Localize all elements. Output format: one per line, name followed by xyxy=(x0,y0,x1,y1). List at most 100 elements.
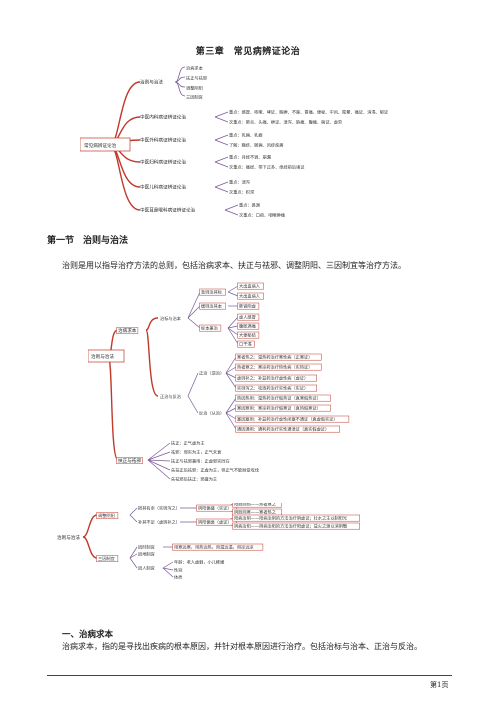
map2-b2-item-1-sub-3-box xyxy=(235,425,340,433)
map1-branch-1-item-1: 次重点：肺炎、头痛、痹证、泄泻、胁痛、腹痛、痫证、虚劳 xyxy=(229,119,342,126)
map3-b-item-1: 因地制宜 xyxy=(138,551,155,558)
map2-branch-a-box xyxy=(116,327,139,334)
map3-b-item-0-detail: 用寒远寒，用热远热，用温远温，用凉远凉 xyxy=(174,544,254,551)
map1-branch-3: 中医妇科病证辨证论治 xyxy=(140,159,186,166)
map1-branch-0: 治则与治法 xyxy=(140,79,163,86)
map1-root: 常见病辨证论治 xyxy=(84,142,117,149)
section-title: 第一节 治则与治法 xyxy=(47,236,129,246)
page-number: 第1页 xyxy=(430,681,449,689)
map2-b1-item-1-sub-0-box xyxy=(237,302,260,310)
footer-divider xyxy=(47,675,452,676)
map2-b1: 治标与治本 xyxy=(160,315,182,322)
map2-b2-item-0-sub-2-box xyxy=(235,374,317,382)
map2-b1-item-1: 缓则治其本 xyxy=(201,303,223,310)
map1-branch-2: 中医外科病证辨证论治 xyxy=(140,137,186,144)
map3-branch-a: 调整阴阳 xyxy=(98,512,115,519)
map1-branch-1-item-0: 重点：感冒、咳嗽、哮证、胸痹、不寐、胃痛、便秘、中风、眩晕、痛证、消渴、郁证 xyxy=(229,109,389,116)
map2-b2-item-0-sub-2: 虚则补之：补益药治疗虚性病（虚证） xyxy=(237,375,308,382)
map2-b2-item-0-sub-0: 寒者热之：温热药治疗寒性病（正寒证） xyxy=(237,354,312,361)
map3-a-item-1-detail-1: 阴病治阳——阴病治阳的方法治疗阳虚证；益火之源以消阴翳 xyxy=(234,523,347,530)
map3-b-item-2-detail-2: 体质 xyxy=(174,574,182,581)
map2-b1-item-2-box xyxy=(199,324,222,332)
map2-b2-item-1-sub-0: 热因热用：温热药治疗假热证（真寒假热证） xyxy=(237,395,321,402)
body-text: 治病求本，指的是寻找出疾病的根本原因，并针对根本原因进行治疗。包括治标与治本、正… xyxy=(62,642,422,651)
map2-b2-item-0-sub-3: 实则泻之：攻逐药治疗实性病（实证） xyxy=(237,385,308,392)
map3-a-item-0: 损其有余（实则泻之） xyxy=(138,505,180,512)
map3-b-item-2-detail-0: 年龄：老人虚弱，小儿稚嫩 xyxy=(174,559,225,566)
map3-branch-b: 三因制宜 xyxy=(98,555,115,562)
chapter-title: 第三章 常见病辨证论治 xyxy=(195,47,301,57)
map2-b1-item-2-sub-0: 虚人感冒 xyxy=(239,314,256,321)
map2-b2-item-1-sub-0-box xyxy=(235,394,331,402)
map3-b-item-2: 因人制宜 xyxy=(138,565,155,572)
map3-a-item-0-detail-0: 阳胜则热——热者寒之 xyxy=(234,503,277,508)
map1-branch-0-item-2: 调整阴阳 xyxy=(186,85,203,92)
map2-b2-item-1: 反治（从治） xyxy=(199,410,224,417)
map1-branch-0-item-0: 治病求本 xyxy=(186,65,204,72)
map2-b2-item-0-sub-0-box xyxy=(235,353,322,361)
map2-b1-item-2-sub-1-box xyxy=(237,322,260,330)
map3-a-item-1: 补其不足（虚则补之） xyxy=(138,519,180,526)
map2-b2-item-1-sub-2-box xyxy=(235,415,350,423)
map3-b-item-2-detail-1: 性别 xyxy=(174,567,182,574)
map2-b2-item-1-sub-2: 塞因塞用：补益药治疗虚性闭塞不通证（真虚假实证） xyxy=(237,416,338,423)
map2-branch-b: 扶正与祛邪 xyxy=(118,457,141,464)
map2-b2-item-1-sub-1: 寒因寒用：寒凉药治疗假寒证（真热假寒证） xyxy=(237,405,321,412)
map3-a-item-1-detail-0-box xyxy=(232,514,360,522)
map2-branch-b-box xyxy=(116,457,143,464)
map2-b2: 正治与反治 xyxy=(160,393,181,400)
map1-branch-4-item-1: 次重点：积滞 xyxy=(229,189,254,196)
map1-branch-5-item-1: 次重点：口疮、咽喉肿痛 xyxy=(239,212,285,219)
map3-a-item-0-sub: 阴阳偏盛（实证） xyxy=(198,505,232,512)
map1-branch-4: 中医儿科病证辨证论治 xyxy=(140,184,186,191)
map2-b2-item-0-sub-3-box xyxy=(235,384,317,392)
map1-branch-3-item-1: 次重点：痛经、带下过多、绝经前后诸证 xyxy=(229,164,305,171)
map1-branch-4-item-0: 重点：泄泻 xyxy=(229,179,250,186)
map2-branch-b-item-1: 祛邪：邪实为主，正气未衰 xyxy=(171,449,222,456)
map3-b-item-0: 因时制宜 xyxy=(138,544,155,551)
map2-b1-item-2-sub-2-box xyxy=(237,331,260,339)
map2-b1-item-0-box xyxy=(199,288,226,296)
map1-branch-5: 中医耳鼻喉科病证辨证论治 xyxy=(140,207,196,214)
map2-b2-item-1-sub-1-box xyxy=(235,404,331,412)
map2-b1-item-2-sub-3: 口干渴 xyxy=(239,341,252,348)
map2-b1-item-2: 标本兼治 xyxy=(201,325,218,332)
subsection-title: 一、治病求本 xyxy=(62,630,114,640)
map2-b1-item-0-sub-1-box xyxy=(237,292,264,300)
map2-branch-b-item-3: 先扶正后祛邪：正虚为主，但正气不能耐受攻伐 xyxy=(171,467,260,474)
map2-branch-b-item-4: 先祛邪后扶正：邪盛为主 xyxy=(171,476,217,483)
map1-branch-3-item-0: 重点：月经不调、崩漏 xyxy=(229,154,271,161)
map2-b2-item-0: 正治（逆治） xyxy=(199,370,224,377)
map1-branch-5-item-0: 重点：鼻渊 xyxy=(239,202,260,209)
map2-b1-item-2-sub-2: 大便秘结 xyxy=(239,332,256,339)
map2-b1-item-2-sub-3-box xyxy=(237,340,255,348)
map2-b1-item-0-sub-1: 大出血病人 xyxy=(239,293,261,300)
map3-branch-b-box xyxy=(96,555,119,562)
map2-b1-item-1-sub-0: 肺肾阴虚 xyxy=(239,303,256,310)
map2-b2-item-0-sub-1: 热者寒之：寒凉药治疗热性病（实热证） xyxy=(237,364,312,371)
map3-a-item-1-detail-1-box xyxy=(232,522,360,530)
map2-b1-item-2-sub-0-box xyxy=(237,313,260,321)
map2-root: 治则与治法 xyxy=(91,353,114,360)
map2-b1-item-1-box xyxy=(199,302,226,310)
map3-a-item-1-detail-0: 阳病治阴——阳病治阴的方法治疗阴虚证；壮水之主以制阳光 xyxy=(234,515,347,522)
map2-branch-b-item-0: 扶正：正气虚为主 xyxy=(171,440,205,447)
map1-branch-2-item-0: 重点：乳痈、乳癖 xyxy=(229,132,263,139)
map2-b1-item-0: 急则治其标 xyxy=(201,289,222,296)
map2-branch-a: 治病求本 xyxy=(118,327,137,334)
map1-branch-0-item-3: 三因制宜 xyxy=(186,94,203,101)
map3-b-item-0-detail-box xyxy=(172,543,264,551)
map3-a-item-1-sub: 阴阳偏衰（虚证） xyxy=(198,519,232,526)
map3-branch-a-box xyxy=(96,512,119,519)
map2-b2-item-0-sub-1-box xyxy=(235,363,322,371)
mindmap-yinyang-three-factors: 治则与治法 调整阴阳 损其有余（实则泻之） 阴阳偏盛（实证）阳胜则热——热者寒之阴胜… xyxy=(57,503,360,581)
map3-a-item-0-detail-0-box xyxy=(232,503,282,508)
map2-branch-b-item-2: 扶正与祛邪兼用：正虚邪实同在 xyxy=(171,458,230,465)
mindmap-overview: 常见病辨证论治 治则与治法治病求本扶正与祛邪调整阴阳三因制宜中医内科病证辨证论治… xyxy=(80,65,389,219)
map3-a-item-1-sub-box xyxy=(196,518,237,526)
map1-branch-0-item-1: 扶正与祛邪 xyxy=(186,75,207,82)
map3-a-item-0-detail-1: 阴胜则寒——寒者热之 xyxy=(234,509,277,516)
map2-b1-item-2-sub-1: 腹胀满痛 xyxy=(239,323,256,330)
map3-root: 治则与治法 xyxy=(57,534,80,541)
mindmap-treatment-principles: 治则与治法 治病求本治标与治本正治与反治急则治其标大出血病人大出血病人缓则治其本… xyxy=(88,283,350,483)
